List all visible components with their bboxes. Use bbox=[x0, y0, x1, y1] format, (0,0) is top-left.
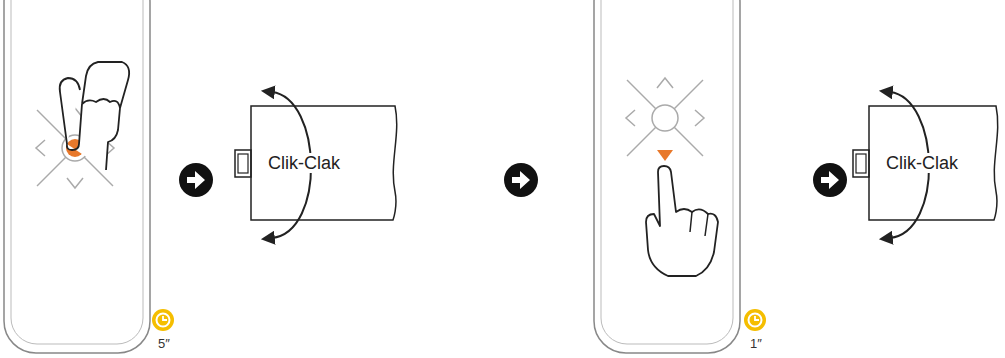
remote-control bbox=[594, 0, 740, 353]
remote-control bbox=[4, 0, 150, 353]
timer-icon bbox=[744, 309, 766, 331]
text-wrap: Clik-Clak bbox=[267, 153, 341, 174]
step-arrow bbox=[179, 163, 213, 197]
usb-plug bbox=[235, 150, 251, 177]
step-arrow bbox=[813, 163, 847, 197]
device-body: Clik-Clak bbox=[251, 106, 399, 220]
device-outline-path bbox=[869, 106, 998, 220]
duration-label: 5″ bbox=[158, 337, 170, 351]
step-arrow bbox=[504, 163, 538, 197]
device-outline-path bbox=[251, 106, 397, 220]
duration-label: 1″ bbox=[750, 337, 762, 351]
usb-plug bbox=[853, 150, 869, 177]
device-name: Clik-Clak bbox=[267, 153, 341, 174]
pointing-hand bbox=[60, 62, 129, 170]
device-name: Clik-Clak bbox=[885, 153, 959, 174]
pointing-hand bbox=[646, 166, 718, 276]
device-body: Clik-Clak bbox=[869, 106, 1000, 220]
timer-icon bbox=[152, 309, 174, 331]
hand-detail bbox=[690, 212, 708, 236]
text-wrap: Clik-Clak bbox=[885, 153, 959, 174]
